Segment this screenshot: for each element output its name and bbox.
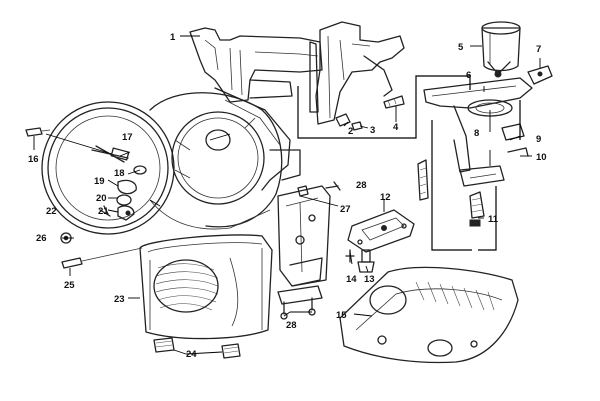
switch-plate [345,209,415,273]
callout-13: 13 [364,274,375,285]
wiring [297,75,521,251]
fitting-7 [527,65,553,85]
cord-connector [417,159,429,201]
callout-2: 2 [348,126,353,137]
callout-labels: 1 2 3 4 5 6 7 8 9 10 11 12 13 14 15 16 1… [28,32,547,360]
callout-10: 10 [536,152,547,163]
callout-28-lower: 28 [286,320,297,331]
upper-motor-assembly [309,21,405,131]
callout-3: 3 [370,125,375,136]
bottom-cover [139,234,273,340]
callout-5: 5 [458,42,464,53]
frame-housing [189,27,323,191]
callout-22: 22 [46,206,57,217]
callout-21: 21 [98,206,109,217]
callout-28-upper: 28 [356,180,367,191]
callout-26: 26 [36,233,47,244]
cup [481,21,521,78]
callout-20: 20 [96,193,107,204]
leader-lines [33,35,541,355]
callout-7: 7 [536,44,541,55]
lens-small-parts [91,145,147,221]
arm-assembly [423,77,533,187]
callout-15: 15 [336,310,347,321]
lens-housing [41,92,283,235]
callout-19: 19 [94,176,105,187]
callout-12: 12 [380,192,391,203]
callout-1: 1 [170,32,176,43]
callout-18: 18 [114,168,125,179]
plug [469,191,485,227]
callout-11: 11 [488,214,499,225]
callout-25: 25 [64,280,75,291]
callout-27: 27 [340,204,351,215]
callout-16: 16 [28,154,39,165]
callout-23: 23 [114,294,125,305]
callout-24: 24 [186,349,197,360]
callout-17: 17 [122,132,133,143]
callout-9: 9 [536,134,541,145]
callout-14: 14 [346,274,357,285]
center-bracket [277,181,341,320]
callout-6: 6 [466,70,471,81]
callout-8: 8 [474,128,479,139]
callout-4: 4 [393,122,399,133]
base-plate [339,266,519,364]
